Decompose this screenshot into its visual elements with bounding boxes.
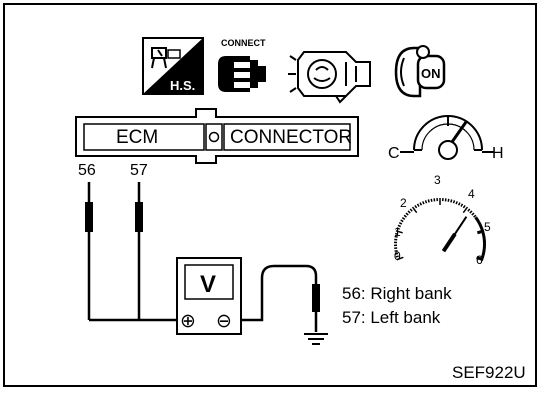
terminal-56-label: 56 <box>78 162 96 179</box>
tacho-scale-mark <box>416 203 420 207</box>
ignition-key-on-icon: ON <box>394 45 446 98</box>
tacho-scale-mark <box>430 198 433 202</box>
tacho-scale-mark <box>469 210 473 214</box>
tacho-scale-mark <box>471 212 475 216</box>
tacho-scale-mark <box>462 206 469 214</box>
connect-label: CONNECT <box>221 38 266 48</box>
tacho-scale-mark <box>411 206 418 214</box>
voltmeter: V ⊕ ⊖ <box>176 257 242 335</box>
reference-code: SEF922U <box>452 363 526 382</box>
probe-wiring <box>87 182 318 332</box>
engine-running-icon <box>288 51 371 104</box>
tacho-scale-mark <box>424 200 428 204</box>
tacho-tick-3: 3 <box>434 173 441 187</box>
tacho-scale-mark <box>450 199 453 203</box>
tacho-scale-mark <box>457 202 461 206</box>
tacho-scale-mark <box>422 201 425 205</box>
tacho-scale-mark <box>396 227 400 230</box>
tacho-scale-mark <box>479 226 484 231</box>
tacho-scale-mark <box>476 255 484 262</box>
connect-connector-icon: CONNECT <box>218 38 266 92</box>
tacho-scale-mark <box>398 221 403 225</box>
tacho-scale-mark <box>460 203 464 207</box>
tacho-scale-mark <box>407 210 411 214</box>
key-on-label: ON <box>421 66 441 81</box>
tacho-scale-mark <box>467 208 471 212</box>
plus-terminal: ⊕ <box>180 311 196 332</box>
tacho-scale-mark <box>474 216 479 221</box>
legend-right-bank: 56: Right bank <box>342 284 452 303</box>
tacho-scale-mark <box>476 229 485 235</box>
tacho-scale-mark <box>397 224 402 228</box>
tacho-scale-mark <box>475 218 481 223</box>
hot-soak-label: H.S. <box>170 78 195 93</box>
tacho-scale-mark <box>395 232 399 236</box>
tacho-scale-mark <box>409 208 413 212</box>
tacho-scale-mark <box>395 230 403 234</box>
tacho-scale-mark <box>394 252 399 255</box>
tacho-scale-mark <box>480 254 485 259</box>
connector-latch <box>208 131 220 143</box>
tacho-tick-2: 2 <box>400 196 407 210</box>
tacho-scale-mark <box>455 201 458 205</box>
tacho-tick-4: 4 <box>468 187 475 201</box>
tacho-scale-mark <box>427 199 430 203</box>
tacho-scale-mark <box>405 212 409 216</box>
tacho-tick-5: 5 <box>484 220 491 234</box>
probe-56 <box>85 202 93 232</box>
tacho-scale-mark <box>473 214 477 218</box>
tacho-scale-mark <box>447 198 450 202</box>
diagram-border <box>3 3 537 387</box>
hot-soak-icon: H.S. <box>142 37 204 95</box>
terminal-57-label: 57 <box>130 162 148 179</box>
tacho-scale-mark <box>414 205 418 209</box>
ground-probe <box>312 284 320 312</box>
tacho-scale-mark <box>401 216 406 220</box>
tacho-scale-mark <box>395 255 399 258</box>
tacho-scale-mark <box>478 223 483 228</box>
gauge-cold-label: C <box>388 145 400 162</box>
tacho-scale-mark <box>477 221 482 226</box>
ground-icon <box>304 333 328 345</box>
temperature-gauge: C H <box>388 115 504 162</box>
ecm-label: ECM <box>116 127 158 148</box>
voltmeter-symbol: V <box>200 271 216 298</box>
tacho-scale-mark <box>400 219 404 223</box>
tacho-needle-base <box>441 232 457 253</box>
tacho-scale-mark <box>419 202 423 206</box>
legend-left-bank: 57: Left bank <box>342 308 441 327</box>
minus-terminal: ⊖ <box>216 311 232 332</box>
tacho-scale-mark <box>396 256 404 261</box>
tacho-scale-mark <box>462 205 466 209</box>
tacho-scale-mark <box>481 232 486 236</box>
tachometer: 0 1 2 3 4 5 6 <box>393 173 491 267</box>
probe-57 <box>135 202 143 232</box>
tacho-scale-mark <box>452 200 456 204</box>
ecm-connector-block: ECM CONNECTOR <box>75 108 359 164</box>
tacho-scale-mark <box>481 251 486 256</box>
gauge-hot-label: H <box>492 145 504 162</box>
connector-label: CONNECTOR <box>230 127 352 148</box>
tacho-tick-6: 6 <box>476 253 483 267</box>
tacho-scale-mark <box>403 214 407 218</box>
